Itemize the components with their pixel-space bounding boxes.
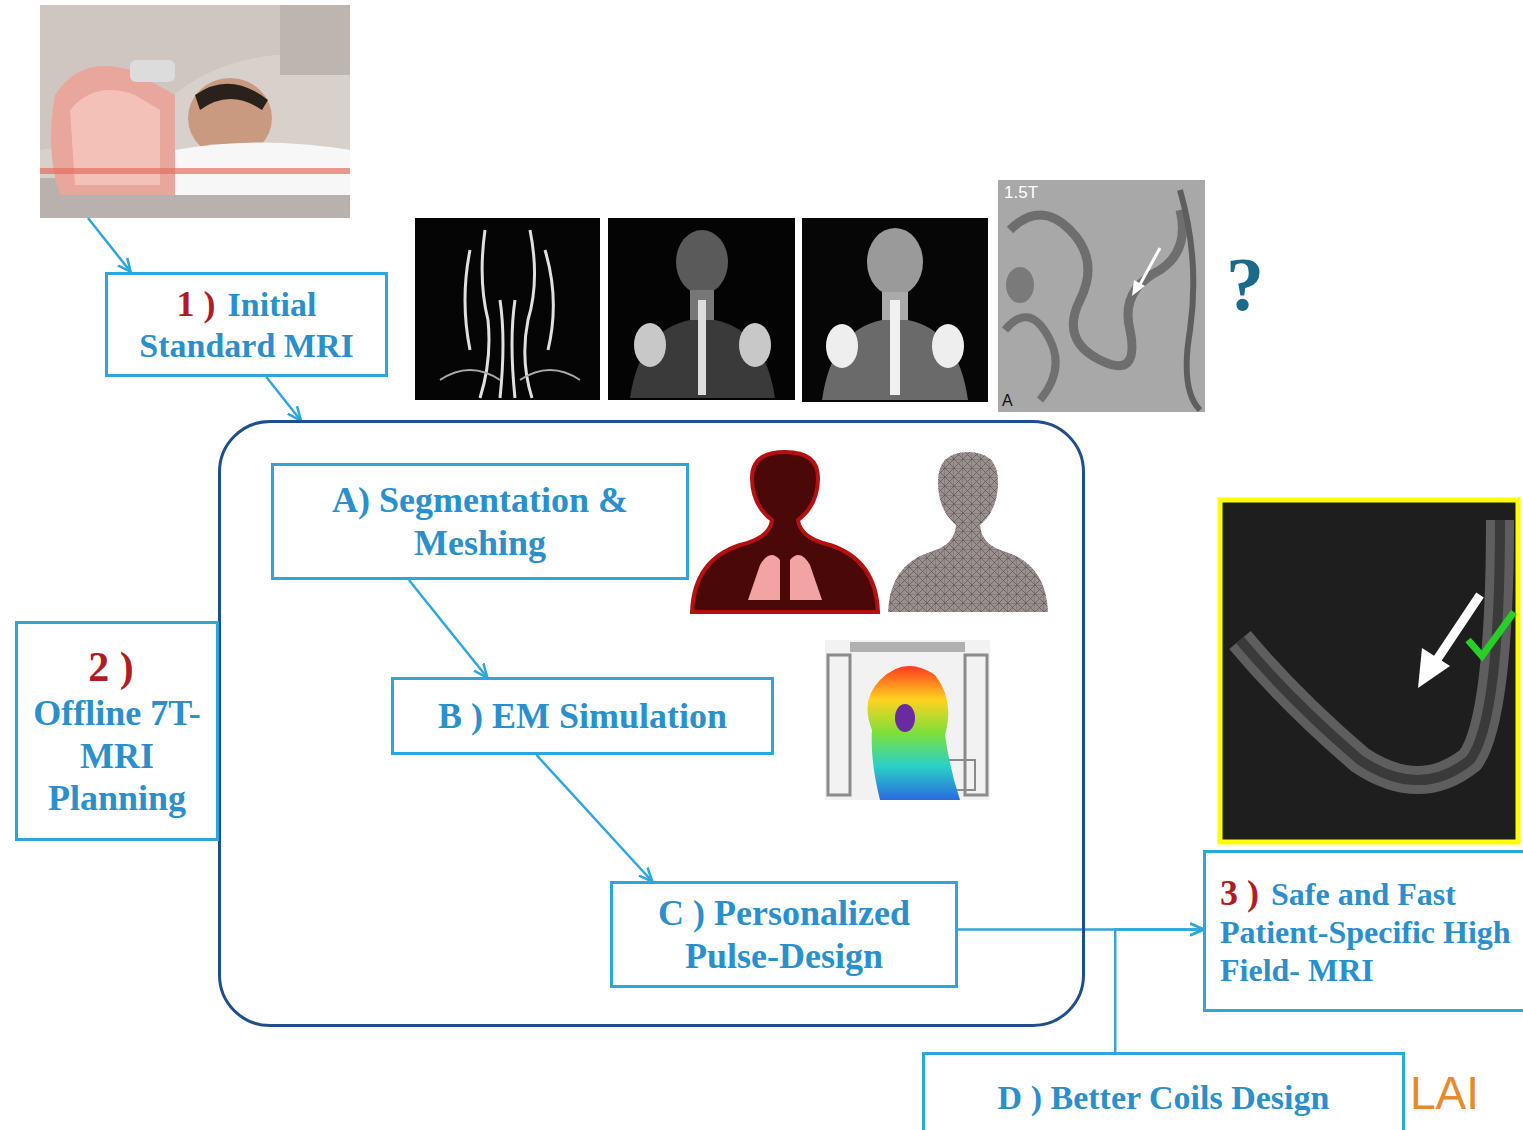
process-box: 1 )Initial Standard MRI [105,272,388,377]
logo-watermark: LAI [1410,1070,1479,1116]
connector-arrow [409,580,487,677]
box-label: B ) EM Simulation [438,696,727,736]
leader-arrow [88,218,130,271]
connector-arrow [266,377,300,420]
box-label: Offline 7T-MRI Planning [33,693,201,818]
em-simulation-image [825,640,990,800]
coronal-image [802,218,988,402]
text-block: D ) Better Coils Design [990,1074,1338,1122]
text-block: 1 )Initial Standard MRI [108,279,385,370]
step-number: 3 ) [1220,873,1259,913]
process-box: C ) Personalized Pulse-Design [610,881,958,988]
text-block: 2 )Offline 7T-MRI Planning [18,639,216,824]
brain-image [998,180,1205,412]
field-label: 1.5T [1004,184,1038,201]
connector-arrow [1115,929,1203,1052]
panel-letter: A [1002,393,1013,409]
box-label: Safe and Fast Patient-Specific High Fiel… [1220,876,1511,988]
process-box: D ) Better Coils Design [922,1052,1405,1130]
coronal-image [608,218,795,400]
heading-box: 2 )Offline 7T-MRI Planning [15,621,219,841]
text-block: B ) EM Simulation [430,691,735,741]
result-image [1220,500,1518,842]
box-label: Initial Standard MRI [139,286,353,363]
process-box: B ) EM Simulation [391,677,774,755]
planning-region: 2 )Offline 7T-MRI PlanningA) Segmentatio… [218,420,1085,1027]
scanner-photo [40,5,350,218]
box-label: C ) Personalized Pulse-Design [658,893,910,975]
segmentation-image [692,452,878,612]
box-label: A) Segmentation & Meshing [332,480,628,562]
question-mark: ? [1226,246,1264,322]
result-box: 3 )Safe and Fast Patient-Specific High F… [1203,850,1523,1012]
process-box: A) Segmentation & Meshing [271,463,689,580]
text-block: A) Segmentation & Meshing [274,475,686,568]
text-block: 3 )Safe and Fast Patient-Specific High F… [1206,868,1523,994]
step-number: 1 ) [177,284,216,324]
connector-arrow [537,755,652,881]
step-number: 2 ) [88,644,134,690]
box-label: D ) Better Coils Design [998,1079,1330,1116]
mesh-image [888,452,1048,612]
angiography-image [415,218,600,400]
text-block: C ) Personalized Pulse-Design [613,888,955,981]
